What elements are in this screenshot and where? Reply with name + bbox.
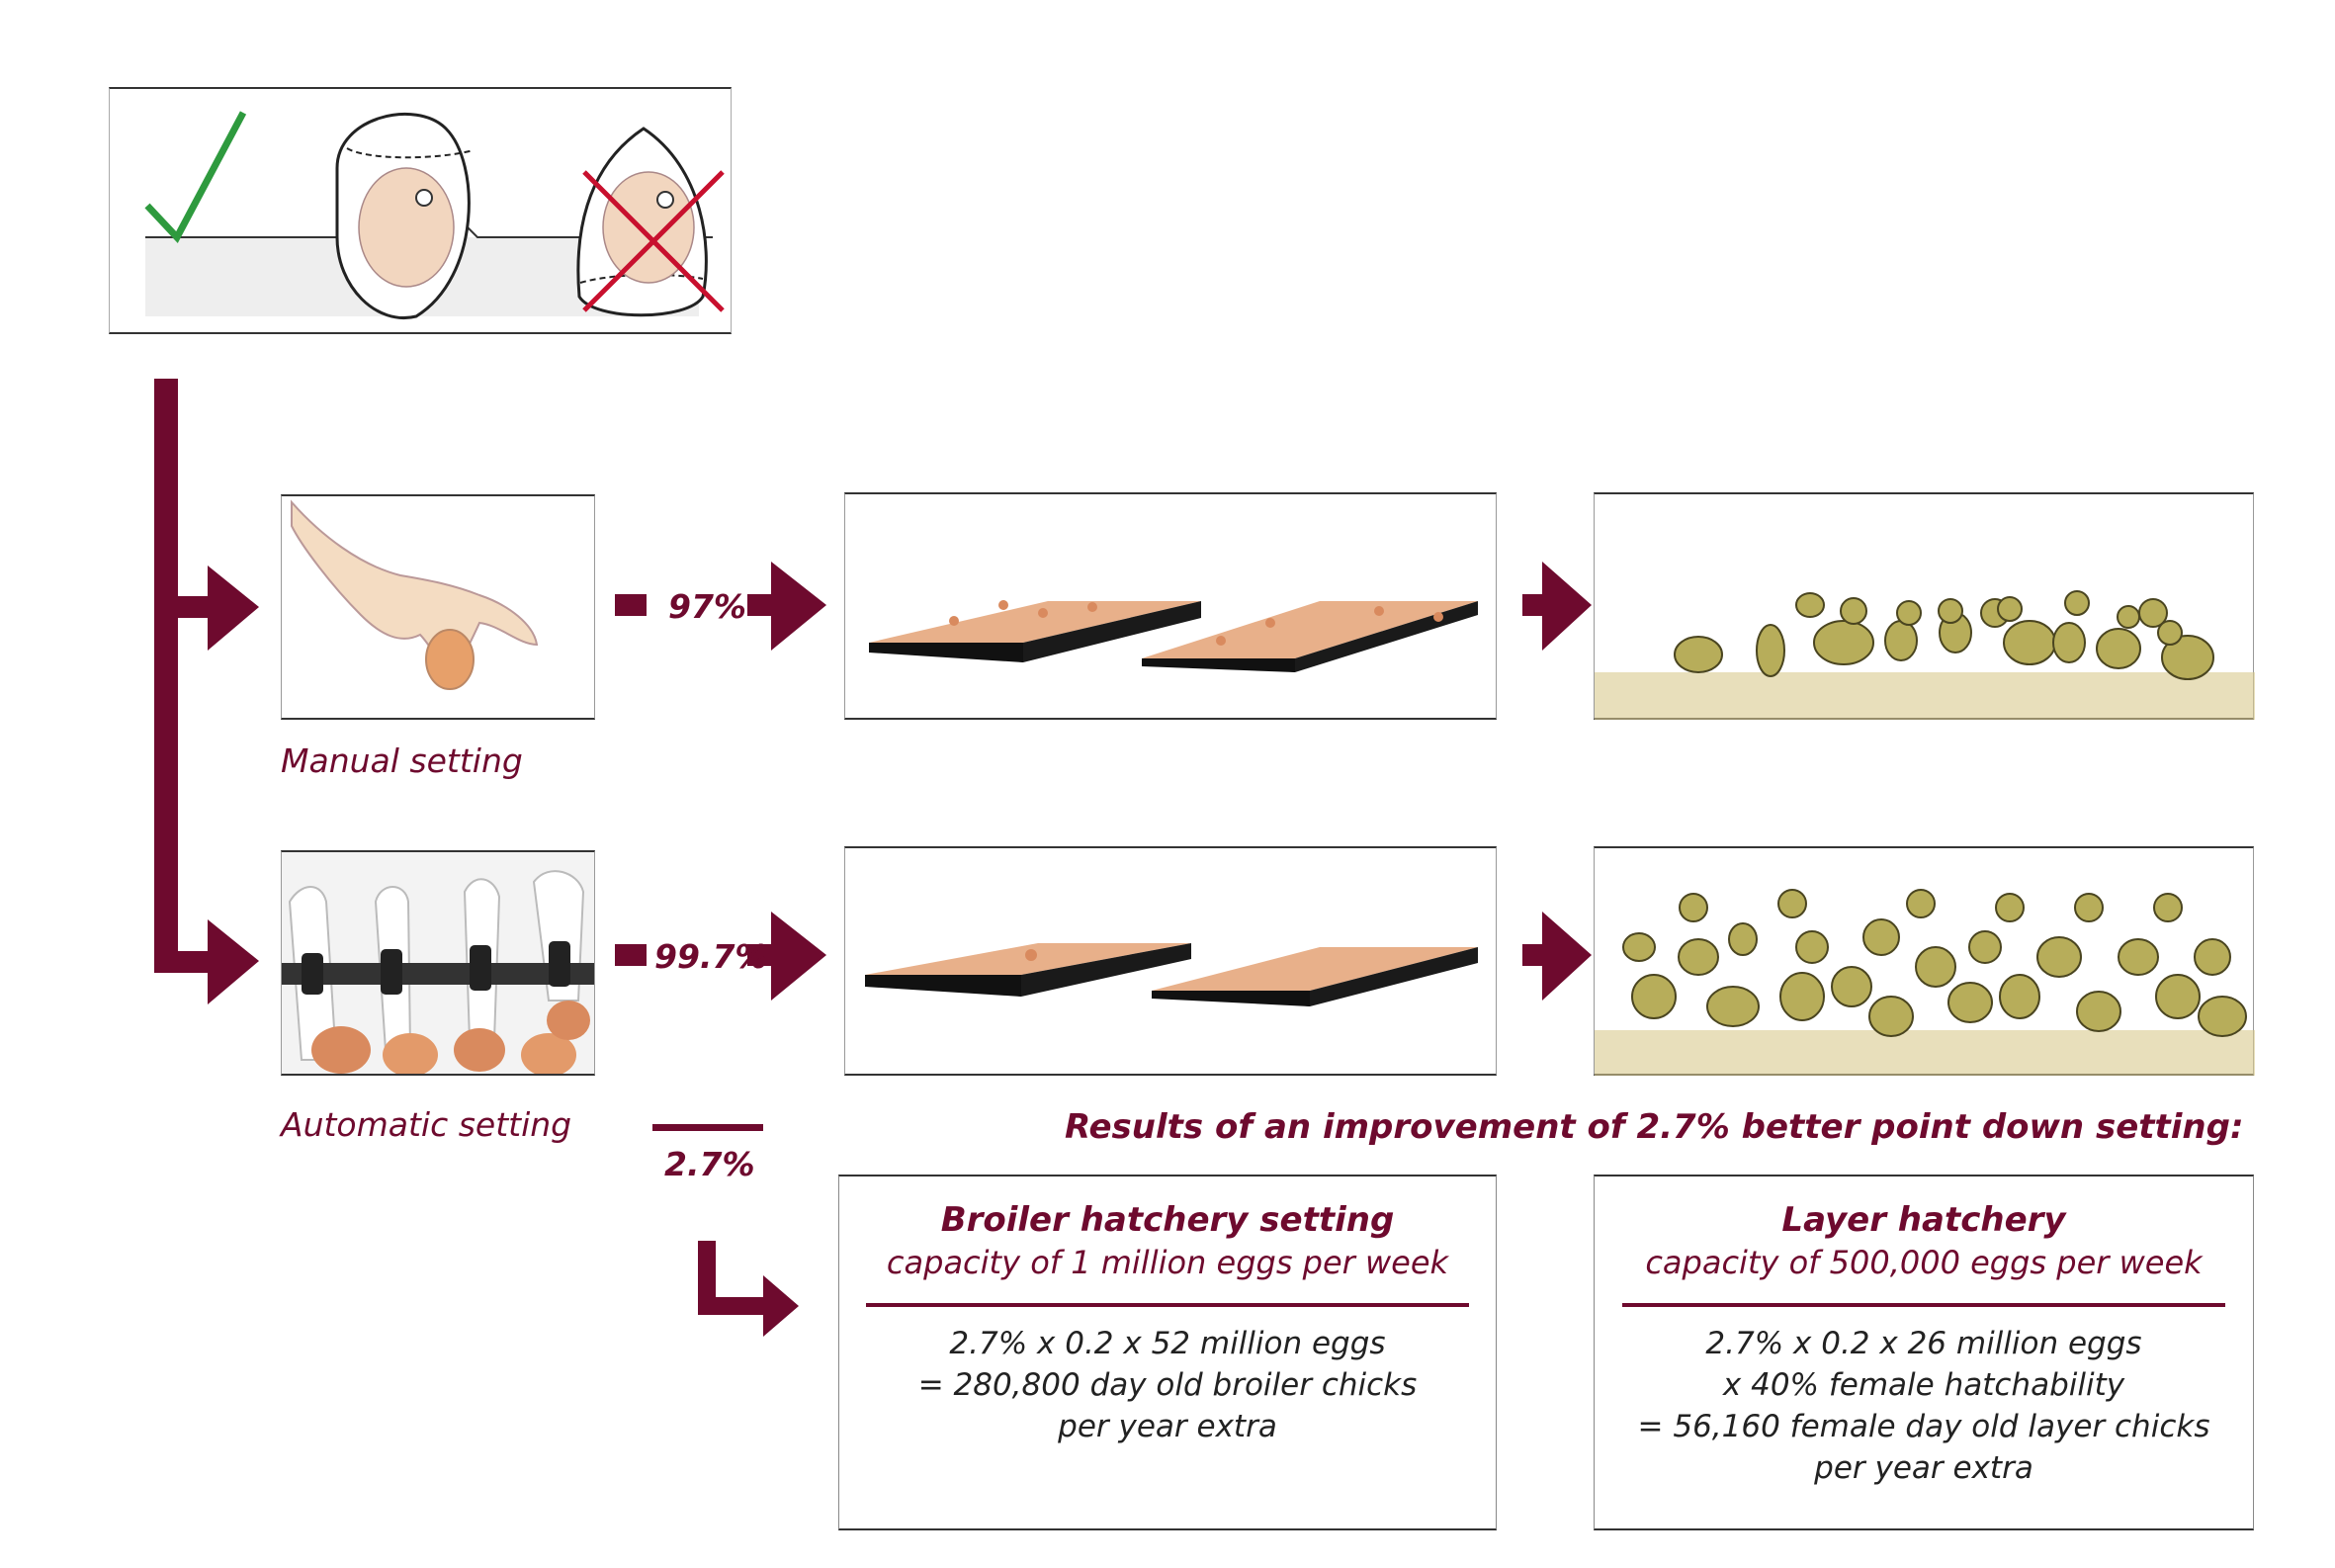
hand-egg-icon bbox=[291, 499, 539, 690]
layer-divider bbox=[1622, 1303, 2225, 1307]
egg-pointdown-icon bbox=[335, 113, 475, 319]
broiler-line: per year extra bbox=[1058, 1409, 1277, 1444]
check-icon bbox=[144, 111, 247, 243]
arrow-right-icon bbox=[763, 1275, 799, 1337]
difference-value: 2.7% bbox=[664, 1145, 755, 1183]
layer-result-box: Layer hatchery capacity of 500,000 eggs … bbox=[1594, 1175, 2254, 1530]
arrow-right-icon bbox=[208, 919, 259, 1004]
dash-automatic bbox=[615, 944, 647, 966]
difference-rule bbox=[652, 1124, 763, 1131]
layer-title: Layer hatchery bbox=[1781, 1200, 2066, 1240]
egg-pointup-icon bbox=[576, 127, 708, 317]
arrow-right-icon bbox=[771, 562, 826, 651]
broiler-line: 2.7% x 0.2 x 52 million eggs bbox=[949, 1326, 1386, 1361]
automatic-percent: 99.7% bbox=[654, 937, 768, 976]
chicks-image-manual bbox=[1594, 492, 2255, 720]
egg-tray-icon bbox=[869, 600, 1201, 662]
branch-manual bbox=[154, 596, 210, 618]
setting-machine-icon bbox=[282, 852, 594, 1074]
egg-tray-icon bbox=[1152, 947, 1478, 1006]
tray-image-manual bbox=[844, 492, 1497, 720]
manual-setting-image bbox=[281, 494, 595, 720]
results-heading: Results of an improvement of 2.7% better… bbox=[1065, 1107, 2244, 1147]
orientation-panel bbox=[109, 87, 732, 334]
chick-icon bbox=[1674, 590, 2214, 680]
broiler-subtitle: capacity of 1 million eggs per week bbox=[886, 1244, 1449, 1281]
broiler-title: Broiler hatchery setting bbox=[940, 1200, 1395, 1240]
chicks-image-automatic bbox=[1594, 846, 2255, 1076]
broiler-result-box: Broiler hatchery setting capacity of 1 m… bbox=[838, 1175, 1497, 1530]
main-stem bbox=[154, 379, 178, 972]
manual-caption: Manual setting bbox=[281, 741, 523, 780]
broiler-divider bbox=[866, 1303, 1469, 1307]
tray-image-automatic bbox=[844, 846, 1497, 1076]
cross-icon bbox=[582, 170, 725, 312]
arrow-right-icon bbox=[1542, 562, 1592, 651]
arrow-right-icon bbox=[208, 566, 259, 651]
l-arrow-stem bbox=[698, 1241, 716, 1315]
dash-manual bbox=[615, 594, 647, 616]
arrow-right-icon bbox=[771, 912, 826, 1001]
manual-percent: 97% bbox=[668, 587, 746, 626]
layer-line: x 40% female hatchability bbox=[1722, 1367, 2125, 1403]
automatic-setting-image bbox=[281, 850, 595, 1076]
arrow-right-icon bbox=[1542, 912, 1592, 1001]
layer-line: per year extra bbox=[1814, 1450, 2033, 1486]
chick-icon bbox=[1622, 889, 2247, 1037]
layer-line: 2.7% x 0.2 x 26 million eggs bbox=[1705, 1326, 2142, 1361]
egg-tray-icon bbox=[1142, 601, 1478, 672]
branch-automatic bbox=[154, 951, 210, 973]
automatic-caption: Automatic setting bbox=[281, 1105, 572, 1144]
layer-line: = 56,160 female day old layer chicks bbox=[1637, 1409, 2210, 1444]
egg-tray-icon bbox=[865, 943, 1191, 997]
broiler-line: = 280,800 day old broiler chicks bbox=[917, 1367, 1418, 1403]
layer-subtitle: capacity of 500,000 eggs per week bbox=[1645, 1244, 2203, 1281]
